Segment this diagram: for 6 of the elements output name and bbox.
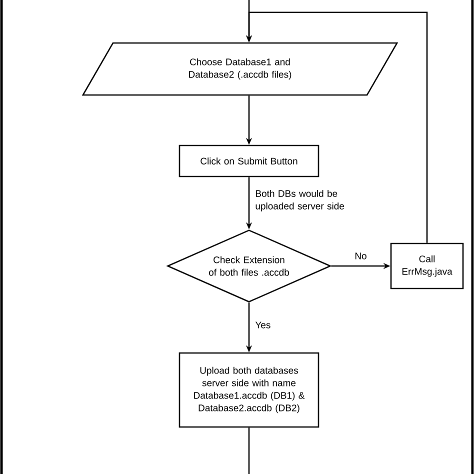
process-box: Upload both databases server side with name Database1.accdb (DB1) & Database2.accdb (DB2): [178, 352, 320, 428]
edge-label: Yes: [255, 322, 270, 328]
process-box: Call ErrMsg.java: [390, 242, 464, 290]
edge-label: No: [354, 252, 368, 260]
edge-label: Both DBs would be uploaded server side: [256, 190, 344, 212]
process-box: Click on Submit Button: [178, 144, 320, 178]
